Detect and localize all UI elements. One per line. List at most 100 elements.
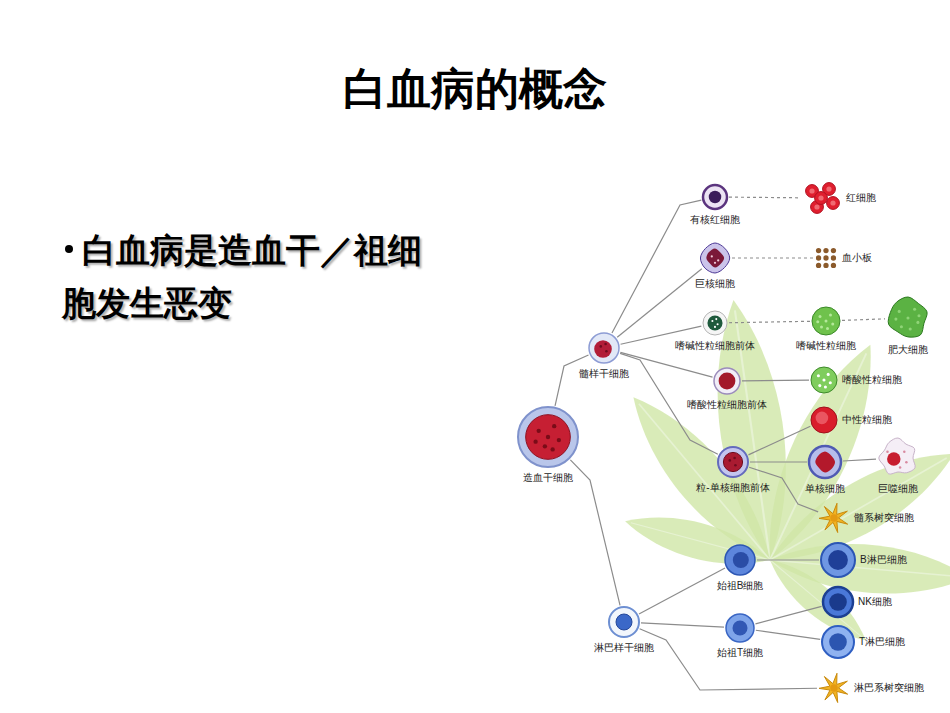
cell-label: 淋巴样干细胞 bbox=[594, 642, 654, 654]
cell-group bbox=[718, 447, 748, 477]
granule bbox=[729, 459, 732, 462]
cell-body bbox=[822, 626, 854, 658]
granule bbox=[546, 435, 550, 439]
lineage-line bbox=[641, 623, 724, 627]
granule bbox=[826, 327, 829, 330]
nucleus bbox=[616, 614, 632, 630]
platelet bbox=[816, 248, 821, 253]
cell-label: 肥大细胞 bbox=[888, 344, 928, 356]
nucleus bbox=[594, 340, 612, 358]
granule bbox=[537, 429, 541, 433]
cell-label: 始祖T细胞 bbox=[717, 647, 763, 659]
cell-label: 始祖B细胞 bbox=[717, 580, 764, 592]
granule bbox=[733, 457, 736, 460]
bullet-dot bbox=[65, 245, 73, 253]
lineage-line bbox=[842, 319, 885, 321]
granule bbox=[550, 447, 554, 451]
granule bbox=[711, 255, 713, 257]
cell-label: 髓样干细胞 bbox=[579, 368, 629, 380]
granule bbox=[717, 323, 719, 325]
platelet bbox=[831, 248, 836, 253]
granule bbox=[604, 343, 607, 346]
cell-group bbox=[879, 438, 915, 474]
cell-label: 红细胞 bbox=[846, 192, 876, 204]
lineage-line bbox=[612, 200, 701, 333]
cell-group bbox=[703, 311, 727, 335]
cell-drawing bbox=[725, 613, 755, 643]
cell-drawing bbox=[702, 310, 728, 336]
nucleus bbox=[723, 452, 742, 471]
cell-group bbox=[823, 587, 853, 617]
nucleus bbox=[706, 248, 724, 267]
cell-node: 巨噬细胞 bbox=[877, 437, 919, 479]
cell-group bbox=[809, 446, 841, 478]
cell-drawing bbox=[877, 437, 919, 479]
cell-group bbox=[806, 183, 840, 214]
cell-body bbox=[703, 185, 727, 209]
cell-label: T淋巴细胞 bbox=[859, 636, 905, 648]
disc-center bbox=[826, 186, 831, 191]
cell-body bbox=[589, 333, 619, 363]
granule bbox=[557, 438, 561, 442]
cell-node: 造血干细胞 bbox=[517, 406, 579, 468]
cell-node: 嗜酸性粒细胞 bbox=[810, 366, 838, 394]
granule bbox=[819, 315, 822, 318]
cell-body bbox=[811, 367, 837, 393]
cell-drawing bbox=[820, 542, 856, 578]
platelet bbox=[816, 255, 821, 260]
cell-node: 髓系树突细胞 bbox=[818, 502, 850, 534]
cell-group bbox=[725, 545, 755, 575]
granule bbox=[543, 444, 547, 448]
cell-drawing bbox=[724, 544, 756, 576]
disc-center bbox=[809, 188, 814, 193]
granule bbox=[827, 373, 830, 376]
nucleus bbox=[709, 191, 721, 203]
granule bbox=[711, 320, 713, 322]
cell-label: 有核红细胞 bbox=[690, 214, 740, 226]
cell-drawing bbox=[517, 406, 579, 468]
cell-label: 嗜酸性粒细胞 bbox=[842, 374, 902, 386]
cell-label: 中性粒细胞 bbox=[842, 414, 892, 426]
cell-drawing bbox=[818, 672, 850, 704]
platelet bbox=[831, 255, 836, 260]
lineage-line bbox=[555, 355, 588, 406]
cell-node: 髓样干细胞 bbox=[588, 332, 620, 364]
cell-group bbox=[888, 297, 927, 337]
cell-drawing bbox=[713, 367, 741, 395]
red-disc bbox=[827, 197, 840, 210]
granule bbox=[898, 310, 901, 313]
cell-node: 有核红细胞 bbox=[702, 184, 728, 210]
cell-body bbox=[812, 307, 840, 335]
cell-drawing bbox=[818, 502, 850, 534]
granule bbox=[552, 424, 556, 428]
cell-group bbox=[821, 543, 855, 577]
cell-group bbox=[816, 248, 836, 268]
granule bbox=[824, 385, 827, 388]
granule bbox=[817, 374, 820, 377]
nucleus bbox=[829, 633, 847, 651]
cell-drawing bbox=[808, 445, 842, 479]
cell-drawing bbox=[810, 366, 838, 394]
platelet bbox=[823, 255, 828, 260]
nucleus bbox=[707, 315, 722, 330]
cell-node: 血小板 bbox=[814, 246, 838, 270]
cell-node: NK细胞 bbox=[822, 586, 854, 618]
cell-body bbox=[725, 545, 755, 575]
highlight bbox=[816, 412, 829, 425]
cell-node: 巨核细胞 bbox=[699, 242, 731, 274]
cell-body bbox=[700, 243, 729, 273]
leaflet-blade bbox=[620, 504, 774, 578]
cell-body bbox=[809, 446, 841, 478]
cell-drawing bbox=[810, 406, 838, 434]
cell-body bbox=[718, 447, 748, 477]
cell-group bbox=[714, 368, 740, 394]
slide-title: 白血病的概念 bbox=[0, 60, 950, 119]
cell-node: 嗜碱性粒细胞前体 bbox=[702, 310, 728, 336]
cell-label: 单核细胞 bbox=[805, 483, 845, 495]
cell-group bbox=[822, 626, 854, 658]
cell-node: 嗜酸性粒细胞前体 bbox=[713, 367, 741, 395]
cell-drawing bbox=[699, 242, 731, 274]
nucleus bbox=[815, 451, 835, 472]
bullet-text: 白血病是造血干／祖细胞发生恶变 bbox=[62, 224, 442, 330]
cell-group bbox=[819, 503, 848, 532]
